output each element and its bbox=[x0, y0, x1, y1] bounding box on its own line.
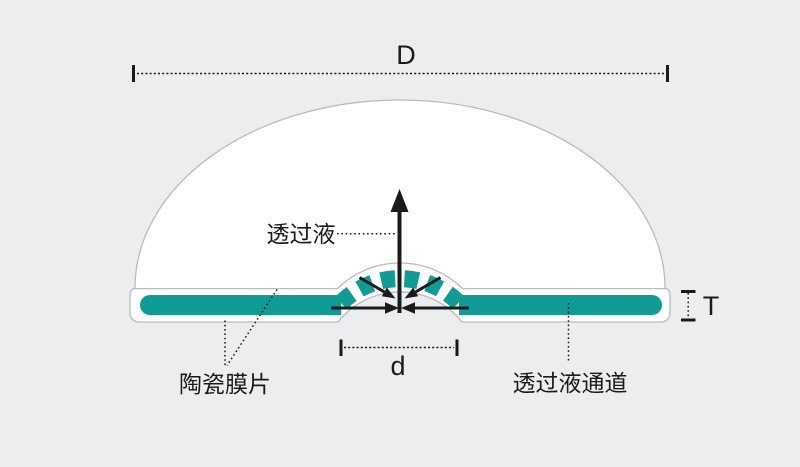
permeate-channel-label: 透过液通道 bbox=[513, 370, 628, 396]
permeate-channel-left-bar bbox=[140, 295, 341, 315]
dimension-d-ticks bbox=[339, 339, 459, 356]
dimension-D: D bbox=[132, 40, 669, 82]
converging-arrows bbox=[331, 276, 469, 314]
dimension-T: T bbox=[681, 290, 720, 322]
dimension-d-label: d bbox=[390, 351, 405, 381]
permeate-label: 透过液 bbox=[267, 221, 336, 247]
flow-arrow-head-icon bbox=[390, 189, 409, 212]
permeate-label-group: 透过液 bbox=[267, 221, 396, 247]
ceramic-membrane-label-group: 陶瓷膜片 bbox=[179, 289, 278, 397]
dimension-D-label: D bbox=[396, 40, 416, 70]
ceramic-membrane-label: 陶瓷膜片 bbox=[179, 371, 271, 397]
arrow-diagonal-left-head-icon bbox=[381, 287, 396, 299]
arrow-diagonal-right-head-icon bbox=[404, 287, 419, 299]
permeate-channel-label-group: 透过液通道 bbox=[513, 303, 628, 396]
arrow-horizontal-left-head-icon bbox=[385, 302, 399, 314]
arrow-diagonal-left bbox=[358, 276, 386, 294]
dimension-T-ticks bbox=[681, 290, 696, 322]
arrow-diagonal-right bbox=[414, 276, 442, 294]
dimension-D-ticks bbox=[132, 65, 669, 82]
permeate-channel-right-bar bbox=[459, 295, 662, 315]
dimension-d: d bbox=[339, 339, 459, 381]
arrow-horizontal-right-head-icon bbox=[401, 302, 415, 314]
dimension-T-label: T bbox=[703, 291, 720, 321]
permeate-flow-arrow bbox=[390, 189, 409, 313]
